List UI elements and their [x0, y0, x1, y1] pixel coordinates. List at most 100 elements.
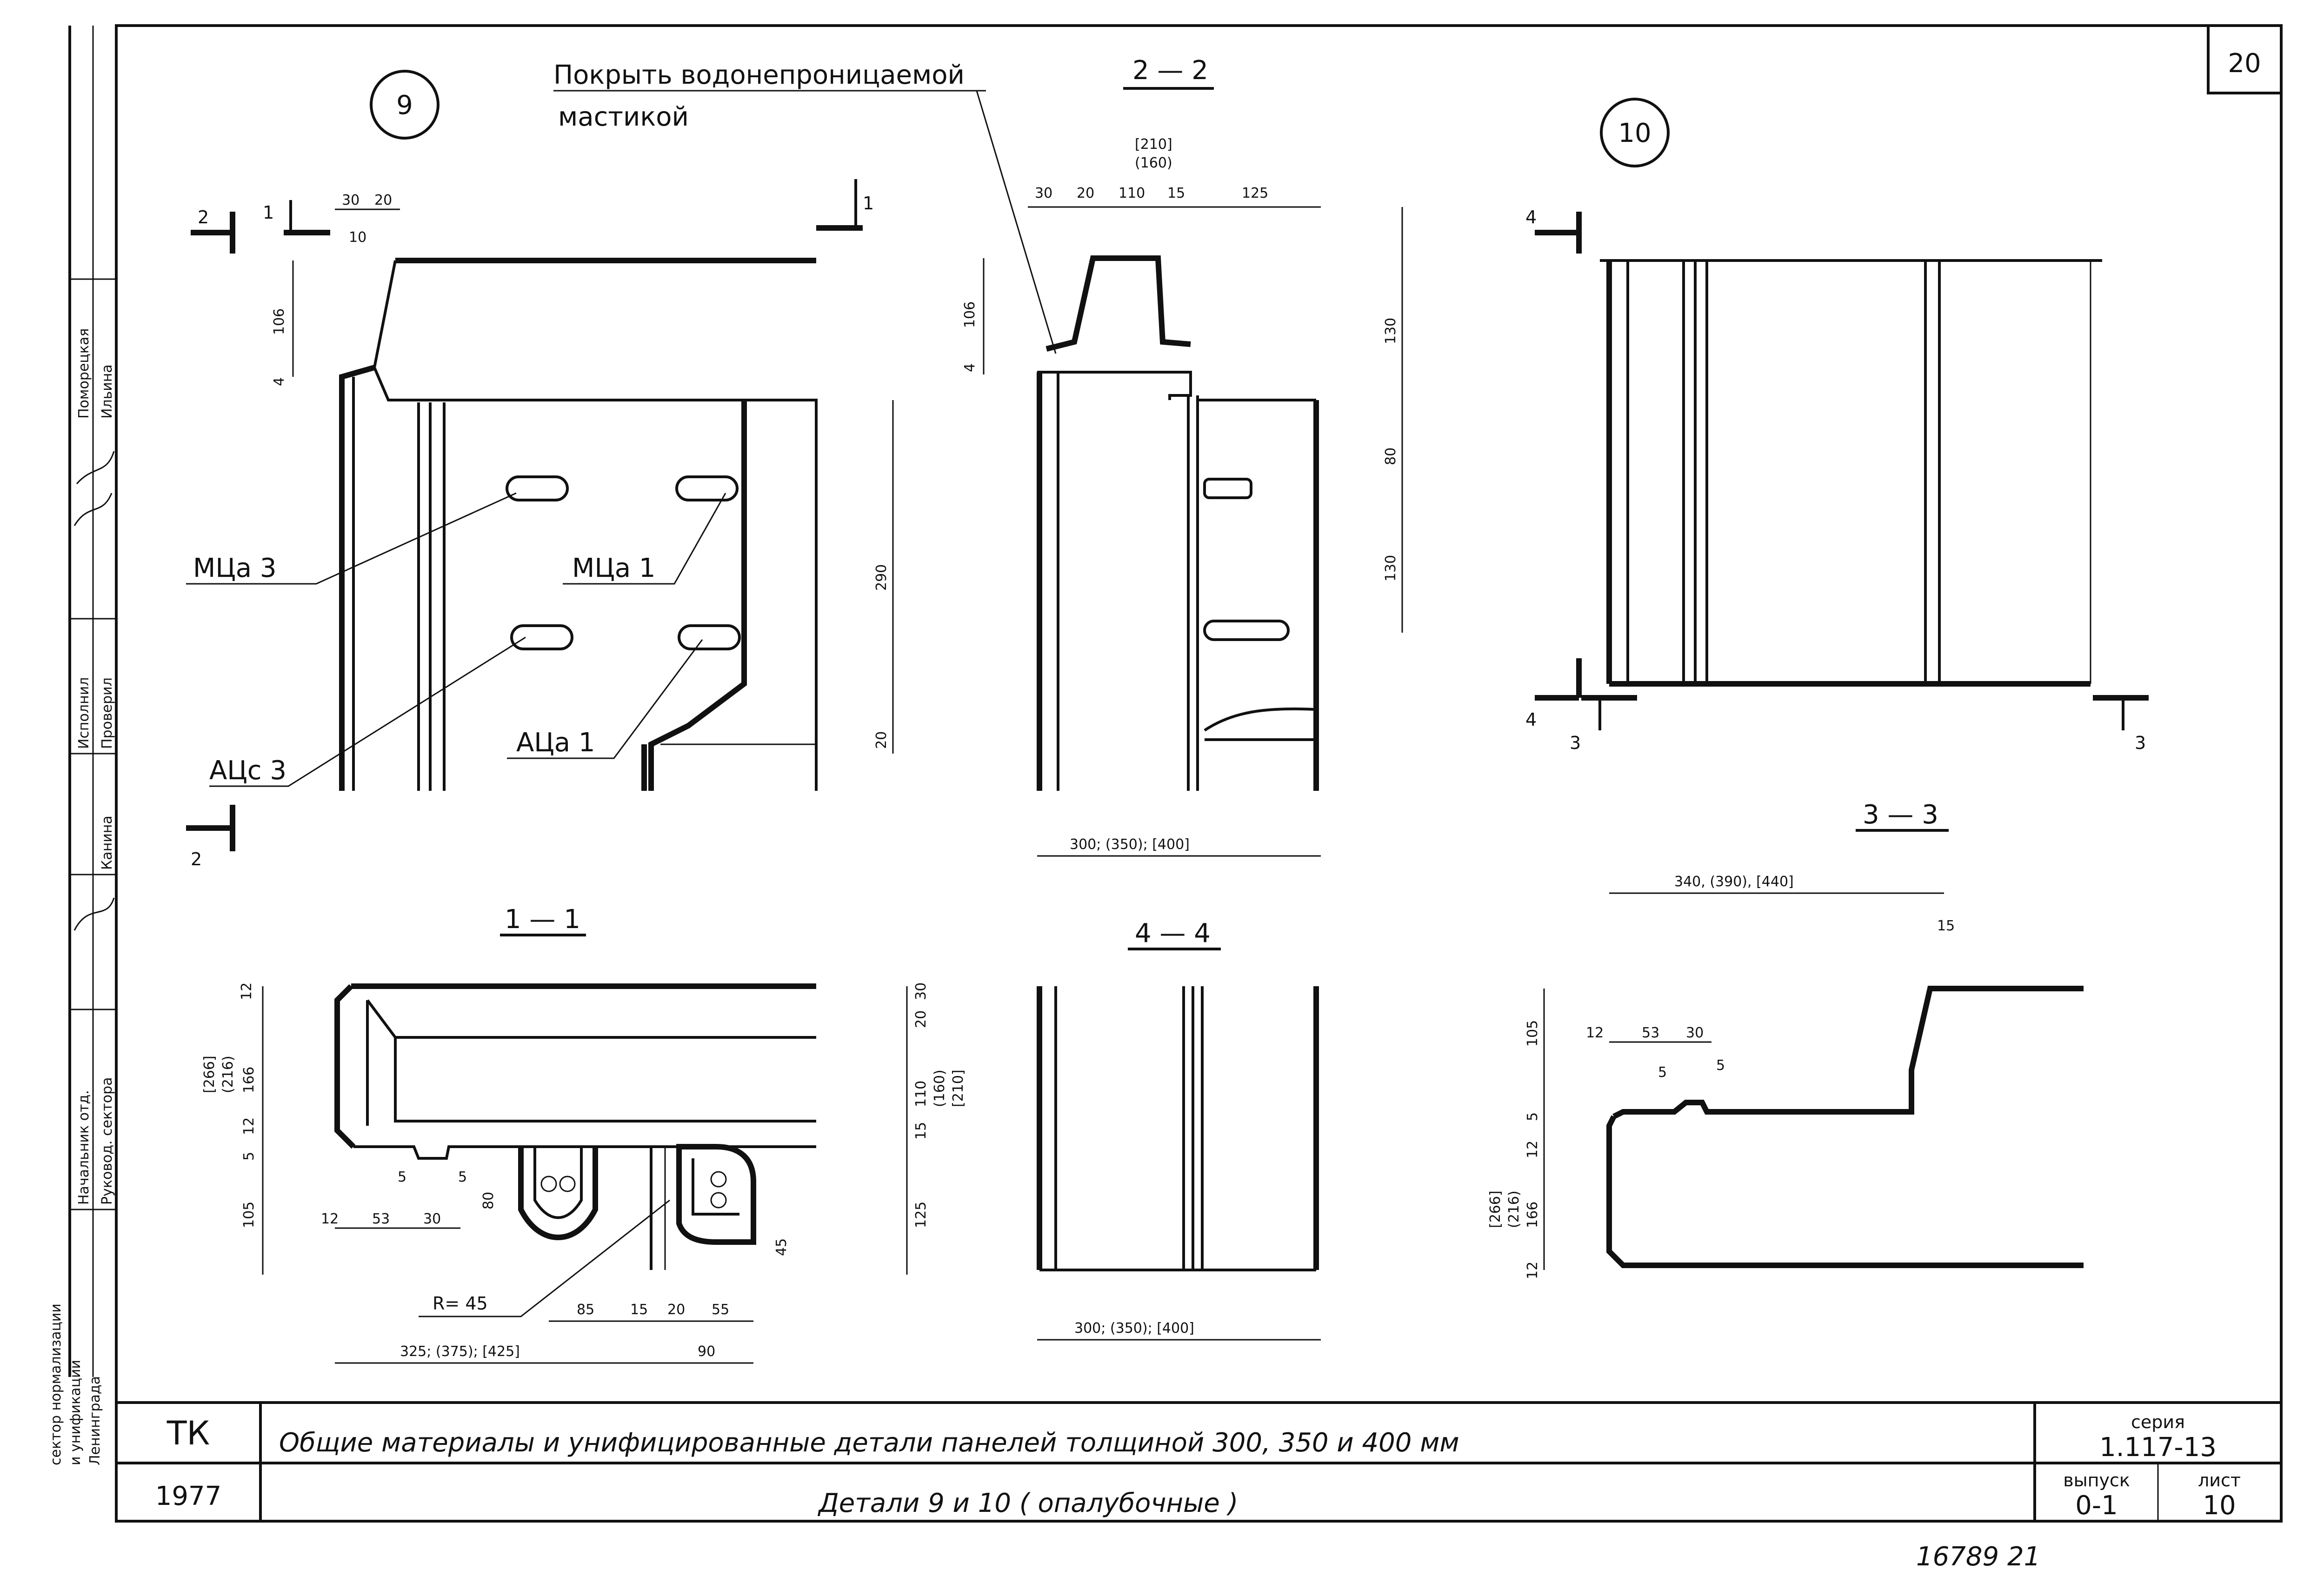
- dim-text: 5: [1525, 1112, 1541, 1121]
- signature-mark: [73, 897, 115, 931]
- dim-text: 12: [1586, 1025, 1604, 1041]
- role-head-dept: Начальник отд.: [76, 1090, 92, 1205]
- role-checked: Проверил: [99, 677, 115, 749]
- dim-text: 4: [962, 363, 978, 372]
- dim-text: 53: [372, 1211, 390, 1227]
- sheet-number: 20: [2228, 48, 2261, 79]
- dim-text: 110: [1119, 185, 1145, 201]
- role-sector-head: Руковод. сектора: [99, 1077, 115, 1205]
- dim-text: 55: [712, 1302, 729, 1318]
- section-4-4-title: 4 — 4: [1135, 918, 1211, 949]
- label-aca1: АЦа 1: [516, 728, 595, 758]
- dim-text: 5: [398, 1169, 406, 1185]
- sheet-title-main: Общие материалы и унифицированные детали…: [279, 1428, 1459, 1458]
- dim-text: 80: [1383, 448, 1399, 465]
- dim-text: 15: [913, 1122, 929, 1140]
- dim-text: 20: [913, 1010, 929, 1028]
- detail-10-marker: [1600, 98, 1670, 167]
- cut-mark-3-left: 3: [1570, 733, 1581, 753]
- detail-9-number: 9: [396, 90, 413, 120]
- dim-text: 30: [423, 1211, 441, 1227]
- dim-text: 12: [321, 1211, 339, 1227]
- dim-text: 90: [698, 1343, 715, 1360]
- dim-text: 105: [1525, 1020, 1541, 1047]
- dim-text: 12: [239, 982, 255, 1000]
- socket-mca3: [506, 475, 569, 501]
- label-mca3: МЦа 3: [193, 553, 277, 583]
- dim-text: 10: [349, 229, 366, 246]
- dim-text: (160): [932, 1069, 948, 1107]
- socket-mca1: [675, 475, 739, 501]
- dim-text: 106: [271, 308, 287, 335]
- dim-text: 30: [342, 192, 360, 208]
- org-line-3: Ленинграда: [87, 1376, 103, 1465]
- detail-9-view: 9 2 2 1 1 МЦа 3 МЦа 1: [186, 70, 894, 869]
- dim-text: [266]: [201, 1056, 218, 1093]
- dim-text: 12: [1525, 1262, 1541, 1279]
- left-stamp: Начальник отд. Руковод. сектора Исполнил…: [48, 26, 116, 1465]
- socket-aca1: [678, 624, 741, 650]
- section-1-1: 1 — 1 12 [266] (216) 166 12 5 105 20 30 …: [201, 904, 966, 1364]
- dim-text: 5: [241, 1152, 257, 1161]
- dim-text: 15: [630, 1302, 648, 1318]
- role-executed: Исполнил: [76, 677, 92, 749]
- dim-text: 105: [241, 1202, 257, 1228]
- detail-10-number: 10: [1618, 118, 1651, 148]
- dim-text: 20: [667, 1302, 685, 1318]
- dim-text: 5: [1658, 1064, 1667, 1081]
- dim-text: 325; (375); [425]: [400, 1343, 520, 1360]
- note-line-2: мастикой: [558, 102, 689, 132]
- dim-text: 20: [374, 192, 392, 208]
- dim-text: 106: [962, 301, 978, 328]
- cut-mark-4-bottom: 4: [1525, 709, 1537, 730]
- sheet-value: 10: [2203, 1490, 2236, 1521]
- name-kanina: Канина: [99, 815, 115, 870]
- cut-mark-1-right: 1: [863, 193, 874, 214]
- section-2-2-title: 2 — 2: [1132, 55, 1208, 86]
- dim-text: 20: [873, 731, 890, 749]
- detail-9-marker: [370, 70, 439, 140]
- section-2-2: 2 — 2 Покрыть водонепроницаемой мастикой…: [553, 55, 1403, 857]
- issue-value: 0-1: [2075, 1490, 2118, 1521]
- dim-text: (160): [1135, 155, 1172, 171]
- dim-text: 110: [913, 1081, 929, 1107]
- label-acs3: АЦс 3: [209, 755, 286, 786]
- dim-text: 130: [1383, 555, 1399, 581]
- dim-text: [266]: [1487, 1190, 1504, 1228]
- sheet-title-sub: Детали 9 и 10 ( опалубочные ): [817, 1488, 1238, 1518]
- sheet-number-box: [2207, 24, 2283, 94]
- cut-mark-1-left: 1: [263, 202, 274, 223]
- dim-text: 340, (390), [440]: [1674, 874, 1794, 890]
- dim-text: 45: [773, 1238, 790, 1256]
- dim-text: 130: [1383, 318, 1399, 344]
- name-pomoretskaya: Поморецкая: [76, 328, 92, 419]
- dim-text: 12: [241, 1117, 257, 1135]
- section-3-3-title: 3 — 3: [1863, 800, 1938, 830]
- dim-text: 166: [241, 1067, 257, 1093]
- dim-text: 30: [1035, 185, 1052, 201]
- dim-text: 300; (350); [400]: [1074, 1320, 1194, 1336]
- dim-text: 166: [1525, 1202, 1541, 1228]
- dim-text: 5: [1716, 1057, 1725, 1074]
- stamp-mark: ТК: [166, 1414, 210, 1452]
- sheet-label: лист: [2198, 1470, 2241, 1490]
- dim-text: [210]: [950, 1069, 966, 1107]
- dim-text: 4: [271, 377, 287, 386]
- dim-text: 5: [458, 1169, 467, 1185]
- dim-text: (216): [1506, 1190, 1522, 1228]
- dim-text: 125: [1242, 185, 1268, 201]
- series-value: 1.117-13: [2099, 1432, 2217, 1463]
- socket-acs3: [510, 624, 573, 650]
- section-1-1-title: 1 — 1: [505, 904, 580, 935]
- name-ilina: Ильина: [99, 364, 115, 419]
- dim-text: 53: [1642, 1025, 1659, 1041]
- cut-mark-2-bottom: 2: [191, 849, 202, 869]
- dim-text: 300; (350); [400]: [1070, 836, 1190, 853]
- issue-label: выпуск: [2063, 1470, 2130, 1490]
- org-line-2: и унификации: [67, 1360, 84, 1465]
- signature-mark: [73, 451, 115, 526]
- dim-text: 85: [577, 1302, 594, 1318]
- note-line-1: Покрыть водонепроницаемой: [553, 60, 965, 90]
- title-block: ТК 1977 Общие материалы и унифицированны…: [116, 1401, 2281, 1521]
